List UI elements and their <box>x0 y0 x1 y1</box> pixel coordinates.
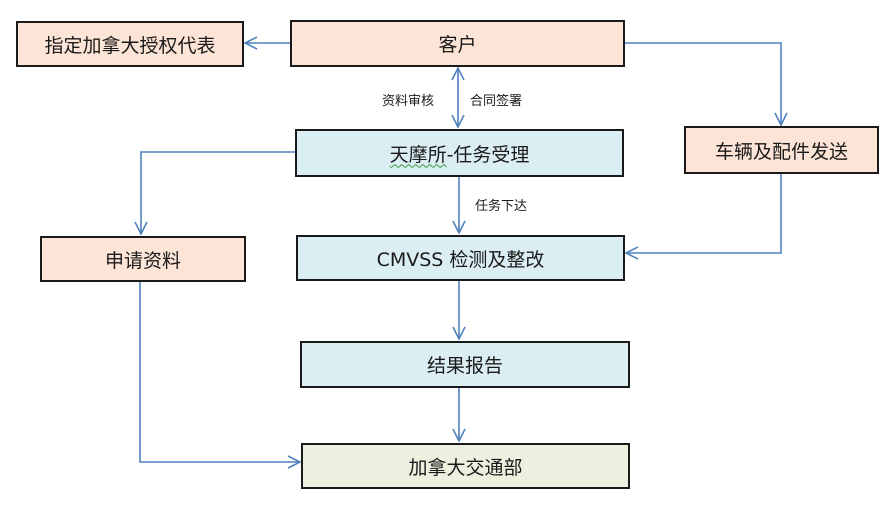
edge-tianmo-to-apply <box>141 151 295 234</box>
edge-customer-to-vehicle <box>624 42 781 125</box>
edge-label-review: 资料审核 <box>382 94 435 109</box>
node-tianmo-acceptance: 天摩所-任务受理 <box>295 129 624 177</box>
node-label: 申请资料 <box>104 249 181 272</box>
edge-vehicle-to-test <box>626 174 782 253</box>
node-label: 车辆及配件发送 <box>714 140 848 163</box>
node-authorized-rep: 指定加拿大授权代表 <box>16 21 244 67</box>
node-label: 加拿大交通部 <box>408 456 523 479</box>
edge-apply-to-transport <box>139 282 300 462</box>
node-customer: 客户 <box>290 20 625 67</box>
node-label: 指定加拿大授权代表 <box>44 34 216 57</box>
node-cmvss-test: CMVSS 检测及整改 <box>296 235 625 281</box>
node-label: 客户 <box>438 34 477 56</box>
edge-label-assign: 任务下达 <box>475 199 528 214</box>
node-transport-canada: 加拿大交通部 <box>301 443 630 489</box>
node-apply-materials: 申请资料 <box>40 236 246 282</box>
node-label-suffix: -任务受理 <box>446 143 530 166</box>
node-label: 天摩所-任务受理 <box>390 140 530 167</box>
node-result-report: 结果报告 <box>300 341 630 388</box>
node-vehicle-parts: 车辆及配件发送 <box>684 126 879 174</box>
node-label: 结果报告 <box>426 355 503 377</box>
edge-label-contract: 合同签署 <box>470 94 523 109</box>
node-label: CMVSS 检测及整改 <box>376 248 545 271</box>
node-label-prefix: 天摩所 <box>389 143 447 166</box>
